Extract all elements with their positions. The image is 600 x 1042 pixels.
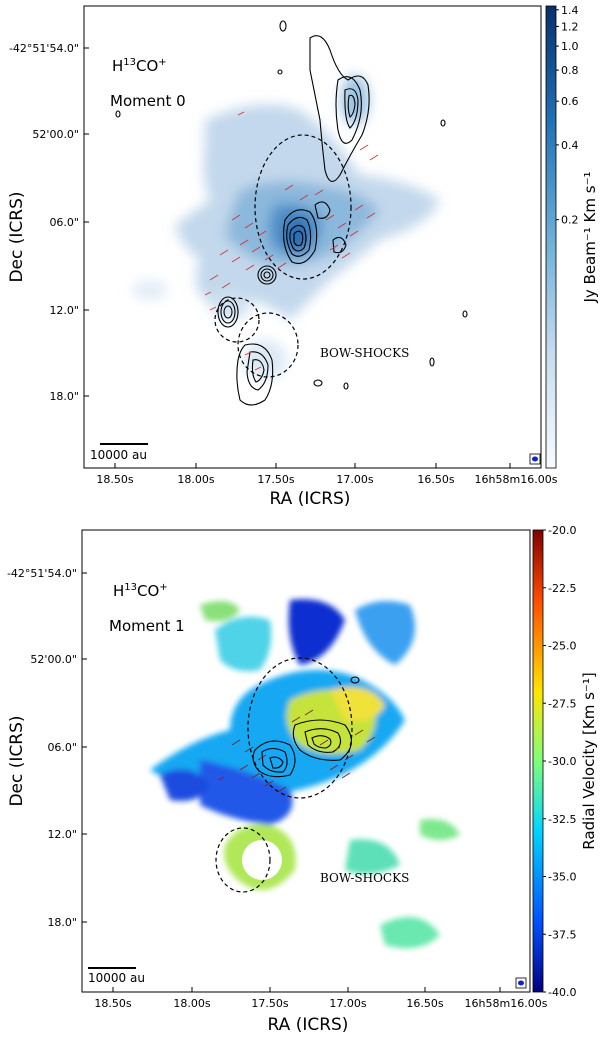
moment1-contours bbox=[252, 676, 360, 778]
colorbar-tick-label: -20.0 bbox=[548, 524, 576, 537]
colorbar-tick-label: -30.0 bbox=[548, 755, 576, 768]
x-tick-label: 18.00s bbox=[173, 997, 210, 1010]
moment1-bowshock-hole bbox=[242, 840, 282, 880]
moment1-colorbar bbox=[532, 529, 544, 993]
colorbar-tick-label: -22.5 bbox=[548, 582, 576, 595]
x-tick-label: 18.50s bbox=[96, 473, 133, 486]
colorbar-tick-label: -27.5 bbox=[548, 697, 576, 710]
colorbar-tick-label: -25.0 bbox=[548, 640, 576, 653]
x-tick-label: 16.50s bbox=[417, 473, 454, 486]
x-tick-label: 17.50s bbox=[257, 473, 294, 486]
colorbar-tick-label: 1.4 bbox=[561, 4, 579, 17]
y-tick-label: 52'00.0" bbox=[32, 128, 79, 141]
colorbar-tick-label: -32.5 bbox=[548, 813, 576, 826]
moment1-x-ticks: 18.50s 18.00s 17.50s 17.00s 16.50s 16h58m16.0… bbox=[94, 987, 548, 1010]
colorbar-tick-label: -37.5 bbox=[548, 928, 576, 941]
moment0-moment-label: Moment 0 bbox=[110, 92, 186, 110]
moment1-scalebar bbox=[88, 967, 136, 969]
moment1-colorbar-ticks: -20.0 -22.5 -25.0 -27.5 -30.0 -32.5 -35.0 -37.5… bbox=[543, 524, 576, 999]
moment1-bowshocks-label: BOW-SHOCKS bbox=[320, 871, 409, 885]
moment1-polarization-vectors bbox=[217, 709, 376, 793]
moment0-x-ticks: 18.50s 18.00s 17.50s 17.00s 16.50s 16h58m16.0… bbox=[96, 463, 558, 486]
moment0-colorbar-label: Jy Beam⁻¹ Km s⁻¹ bbox=[581, 171, 599, 303]
x-tick-label: 17.00s bbox=[336, 473, 373, 486]
moment0-molecule-label: H13CO+ bbox=[112, 57, 167, 75]
panel-moment0: H13CO+ Moment 0 BOW-SHOCKS 10000 au -42°… bbox=[7, 4, 599, 509]
y-tick-label: 12.0" bbox=[47, 828, 77, 841]
x-tick-label: 16.50s bbox=[406, 997, 443, 1010]
colorbar-tick-label: -35.0 bbox=[548, 871, 576, 884]
moment1-map bbox=[82, 530, 530, 992]
y-tick-label: 52'00.0" bbox=[30, 653, 77, 666]
moment1-scalebar-label: 10000 au bbox=[88, 971, 145, 985]
moment1-frame bbox=[81, 529, 531, 993]
x-tick-label: 18.00s bbox=[177, 473, 214, 486]
moment0-ylabel: Dec (ICRS) bbox=[7, 191, 27, 282]
y-tick-label: 12.0" bbox=[49, 304, 79, 317]
x-tick-label: 16h58m16.00s bbox=[465, 997, 548, 1010]
x-tick-label: 17.00s bbox=[329, 997, 366, 1010]
y-tick-label: 18.0" bbox=[47, 916, 77, 929]
moment0-map bbox=[84, 6, 541, 468]
colorbar-tick-label: -40.0 bbox=[548, 986, 576, 999]
colorbar-tick-label: 1.2 bbox=[561, 20, 579, 33]
moment0-bowshock-ellipses bbox=[214, 134, 352, 378]
moment1-xlabel: RA (ICRS) bbox=[268, 1015, 349, 1035]
moment0-colorbar-ticks: 1.4 1.2 1.0 0.8 0.6 0.4 0.2 bbox=[556, 4, 579, 227]
colorbar-tick-label: 0.2 bbox=[561, 214, 579, 227]
moment0-xlabel: RA (ICRS) bbox=[270, 489, 351, 509]
moment0-bowshocks-label: BOW-SHOCKS bbox=[320, 346, 409, 360]
moment0-frame bbox=[83, 5, 542, 469]
panel-moment1: H13CO+ Moment 1 BOW-SHOCKS 10000 au -42°… bbox=[7, 524, 598, 1035]
colorbar-tick-label: 0.8 bbox=[561, 64, 579, 77]
colorbar-tick-label: 0.6 bbox=[561, 95, 579, 108]
x-tick-label: 17.50s bbox=[251, 997, 288, 1010]
moment1-y-ticks: -42°51'54.0" 52'00.0" 06.0" 12.0" 18.0" bbox=[7, 567, 87, 929]
moment0-emission bbox=[132, 75, 440, 380]
colorbar-tick-label: 1.0 bbox=[561, 40, 579, 53]
x-tick-label: 16h58m16.00s bbox=[475, 473, 558, 486]
moment0-beam bbox=[532, 456, 538, 462]
y-tick-label: 18.0" bbox=[49, 390, 79, 403]
moment0-colorbar bbox=[545, 5, 557, 469]
moment0-contours bbox=[115, 20, 468, 406]
moment1-beam bbox=[518, 980, 524, 986]
colorbar-tick-label: 0.4 bbox=[561, 139, 579, 152]
moment0-scalebar-label: 10000 au bbox=[90, 448, 147, 462]
moment1-ylabel: Dec (ICRS) bbox=[7, 715, 27, 806]
moment0-y-ticks: -42°51'54.0" 52'00.0" 06.0" 12.0" 18.0" bbox=[9, 42, 89, 403]
moment1-bowshock-ellipses bbox=[215, 657, 353, 893]
y-tick-label: -42°51'54.0" bbox=[7, 567, 77, 580]
moment1-colorbar-label: Radial Velocity [Km s⁻¹] bbox=[580, 672, 598, 849]
x-tick-label: 18.50s bbox=[94, 997, 131, 1010]
y-tick-label: 06.0" bbox=[49, 216, 79, 229]
moment0-scalebar bbox=[100, 443, 148, 445]
moment1-molecule-label: H13CO+ bbox=[113, 582, 168, 600]
moment0-polarization-vectors bbox=[204, 111, 379, 371]
y-tick-label: -42°51'54.0" bbox=[9, 42, 79, 55]
moment1-moment-label: Moment 1 bbox=[109, 617, 185, 635]
y-tick-label: 06.0" bbox=[47, 741, 77, 754]
